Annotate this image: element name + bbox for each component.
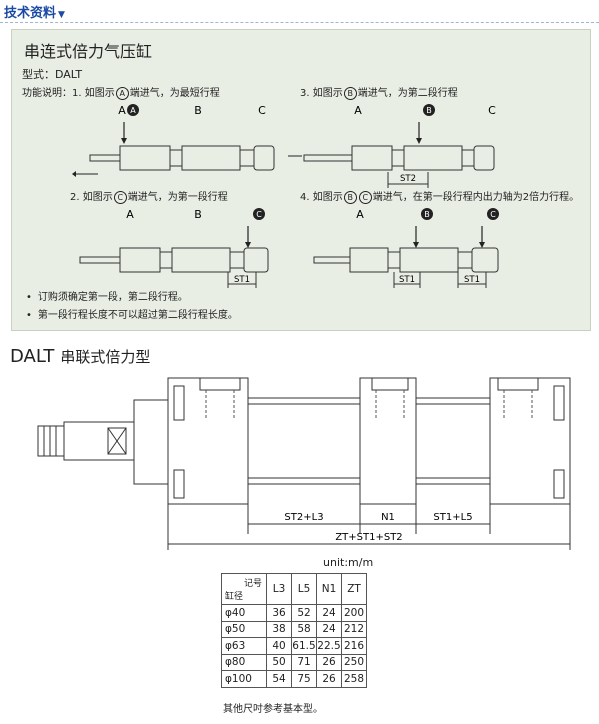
svg-text:A: A [126, 208, 134, 221]
section-header[interactable]: 技术资料▼ [4, 2, 65, 21]
header-divider [0, 22, 599, 23]
port-b-dark-icon [423, 104, 435, 116]
diagram-label-a: A [118, 104, 126, 117]
table-row: φ100 54 75 26 258 [221, 670, 367, 688]
svg-text:ST1: ST1 [399, 275, 415, 285]
port-b-badge: B [343, 86, 357, 100]
bullet-icon: • [26, 310, 32, 321]
svg-text:A: A [130, 106, 136, 115]
footnote: 其他尺吋参考基本型。 [223, 704, 323, 715]
bullet-icon: • [26, 292, 32, 303]
port-b-dark-icon [421, 208, 433, 220]
svg-text:A: A [354, 104, 362, 117]
column-header: L3 [266, 573, 292, 605]
table-corner-cell: 记号 缸径 [221, 573, 267, 605]
svg-text:C: C [256, 210, 262, 219]
port-c-dark-icon [487, 208, 499, 220]
port-a-badge: A [115, 86, 129, 100]
caret-down-icon: ▼ [58, 10, 65, 20]
rod-end [37, 425, 65, 457]
middle-block [359, 377, 417, 505]
section-header-label: 技术资料 [4, 6, 57, 21]
note-item: •第一段行程长度不可以超过第二段行程长度。 [26, 310, 238, 321]
table-row: φ50 38 58 24 212 [221, 620, 367, 638]
port-c-badge: C [358, 190, 372, 204]
diagram-label-st2: ST2 [400, 174, 416, 184]
diagram-step-1: A A B C [72, 104, 275, 177]
svg-text:B: B [424, 210, 430, 219]
port-c-dark-icon [253, 208, 265, 220]
diagram-step-3: A B C ST2 [288, 104, 496, 188]
dimension-table: 记号 缸径 L3 L5 N1 ZT φ40 36 52 24 200 φ50 3… [221, 573, 367, 688]
column-header: N1 [316, 573, 342, 605]
svg-text:ST1: ST1 [464, 275, 480, 285]
svg-text:B: B [194, 208, 202, 221]
rear-cover [489, 377, 571, 505]
dim-st1-l5: ST1+L5 [433, 512, 472, 523]
diagram-step-2: A B C ST1 [79, 208, 269, 288]
column-header: L5 [291, 573, 317, 605]
table-row: φ80 50 71 26 250 [221, 653, 367, 671]
dim-st2-l3: ST2+L3 [284, 512, 323, 523]
diagram-step-4: A B C ST1 ST1 [313, 208, 499, 288]
main-title: DALT 串联式倍力型 [10, 346, 150, 367]
front-cover [167, 377, 249, 505]
table-header-row: 记号 缸径 L3 L5 N1 ZT [221, 573, 367, 605]
svg-text:A: A [356, 208, 364, 221]
info-title: 串连式倍力气压缸 [24, 42, 153, 61]
svg-text:C: C [488, 104, 496, 117]
dim-n1: N1 [381, 512, 395, 523]
port-c-badge: C [113, 190, 127, 204]
svg-text:C: C [258, 104, 266, 117]
model-subtitle: 串联式倍力型 [60, 348, 151, 366]
table-row: φ63 40 61.5 22.5 216 [221, 637, 367, 655]
model-name: DALT [10, 346, 55, 367]
note-item: •订购须确定第一段，第二段行程。 [26, 292, 188, 303]
table-row: φ40 36 52 24 200 [221, 604, 367, 622]
model-label: 型式：DALT [22, 68, 83, 81]
column-header: ZT [341, 573, 367, 605]
unit-label: unit:m/m [323, 556, 374, 569]
svg-text:B: B [426, 106, 432, 115]
cylinder-drawing: ST2+L3 N1 ST1+L5 ZT+ST1+ST2 [37, 377, 571, 550]
svg-text:C: C [490, 210, 496, 219]
diagram-label-st1: ST1 [234, 275, 250, 285]
dim-total: ZT+ST1+ST2 [335, 532, 402, 543]
port-b-badge: B [343, 190, 357, 204]
port-a-dark-icon [127, 104, 139, 116]
function-prefix: 功能说明： [22, 88, 72, 99]
svg-text:B: B [194, 104, 202, 117]
